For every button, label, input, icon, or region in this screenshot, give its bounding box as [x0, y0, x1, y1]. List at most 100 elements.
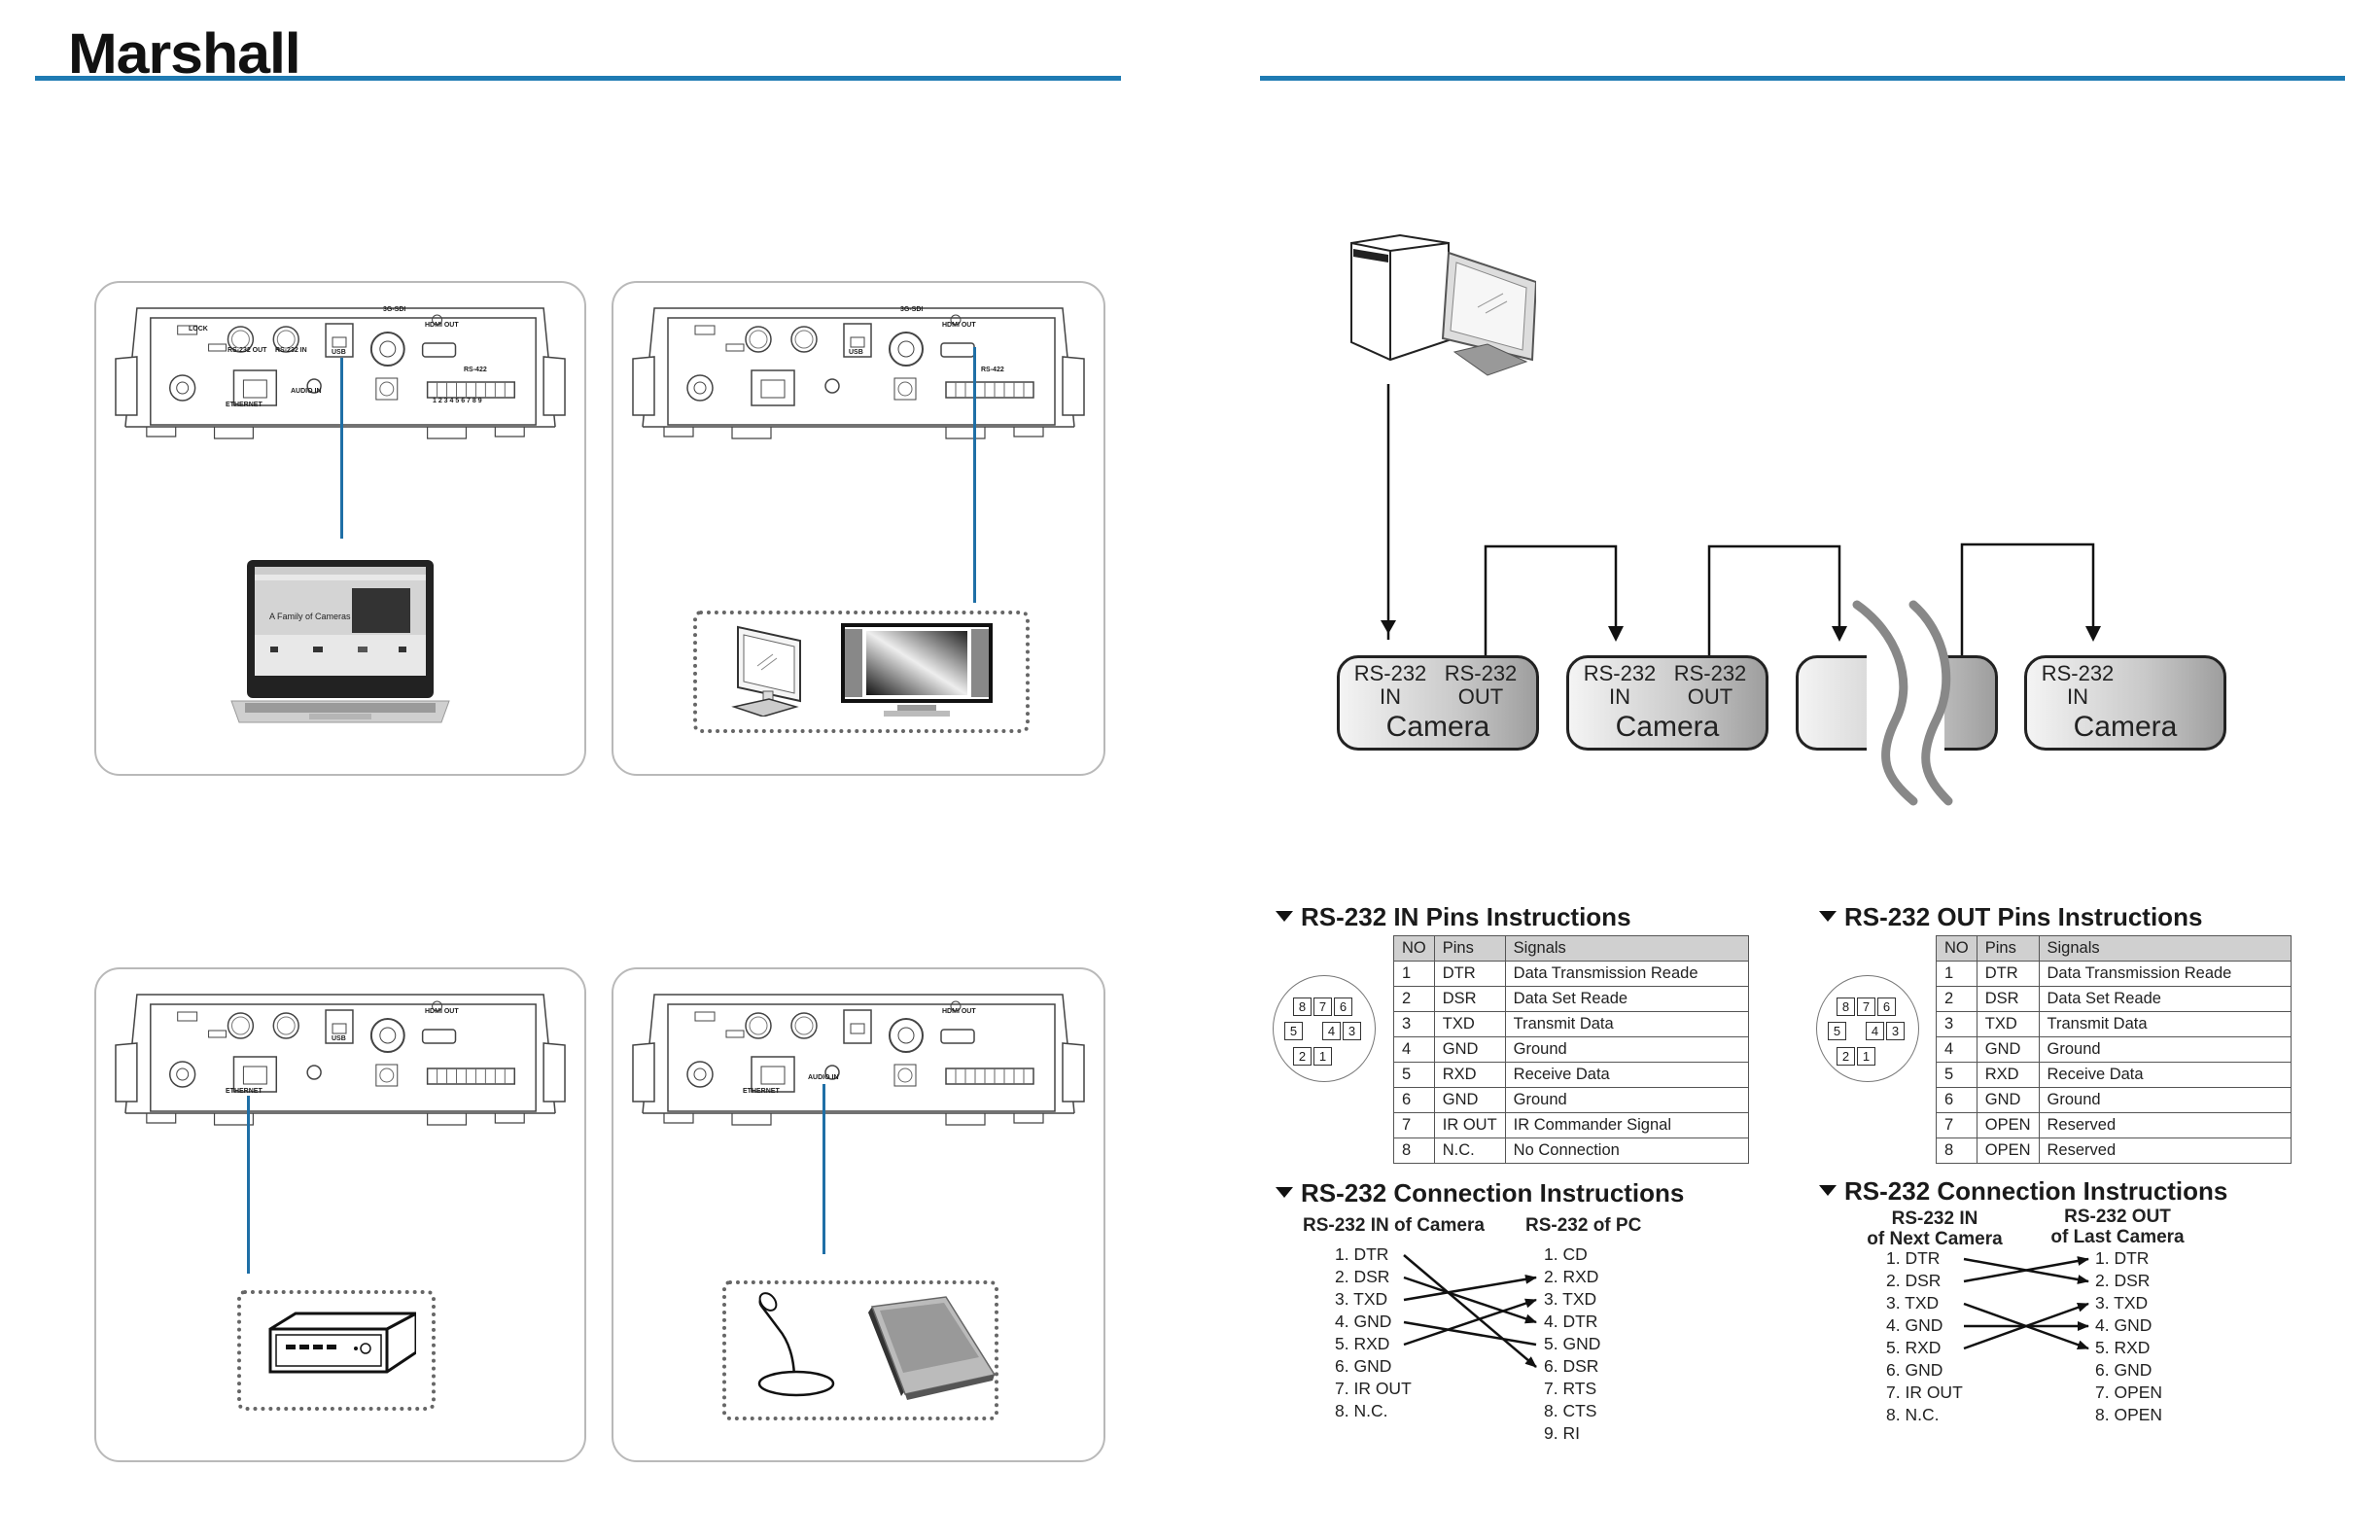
- pin-number: 7: [1936, 1112, 1978, 1138]
- usb-port-label: USB: [332, 349, 346, 356]
- rs232-in-pins-title-text: RS-232 IN Pins Instructions: [1301, 902, 1631, 931]
- conn-pc-title: RS-232 Connection Instructions: [1276, 1178, 1684, 1208]
- pin-name: DSR: [1433, 986, 1506, 1012]
- camera-rear-illustration: [625, 300, 1092, 446]
- conn-cam-right-heading: RS-232 OUT of Last Camera: [2049, 1207, 2186, 1247]
- pin-signal: Ground: [2038, 1087, 2292, 1113]
- camera-last-name: Camera: [2073, 711, 2178, 743]
- conn-cam-left-heading-line1: RS-232 IN: [1891, 1208, 1978, 1229]
- conn-cam-right-heading-line1: RS-232 OUT: [2064, 1207, 2171, 1227]
- rs422-label: RS-422: [464, 367, 487, 373]
- conn-cam-left-heading: RS-232 IN of Next Camera: [1867, 1208, 2003, 1249]
- audio-devices-group: [722, 1280, 998, 1420]
- last-link-line: [1960, 542, 2095, 656]
- wire-link: [1403, 1254, 1537, 1368]
- pin-name: RXD: [1976, 1062, 2040, 1088]
- rs232-out-connector-diagram: 8 7 6 5 4 3 2 1: [1816, 975, 1919, 1082]
- caret-down-icon: [1276, 1186, 1293, 1198]
- hdmi-connection-panel: USB HDMI OUT 3G-SDI RS-422: [612, 281, 1105, 776]
- pin-4: 4: [1866, 1022, 1884, 1040]
- pin-signal: Reserved: [2038, 1112, 2292, 1138]
- pin-list-item: 1. DTR: [2095, 1248, 2150, 1268]
- pin-number: 1: [1393, 961, 1435, 987]
- arrow-icon: [1608, 626, 1624, 642]
- conn-cam-left-heading-line2: of Next Camera: [1867, 1229, 2003, 1249]
- camera-2-name: Camera: [1615, 711, 1720, 743]
- camera-rear-illustration: [108, 987, 573, 1133]
- ethernet-connection-panel: ETHERNET USB HDMI OUT: [94, 967, 586, 1462]
- pin-name: OPEN: [1976, 1112, 2040, 1138]
- pin-name: TXD: [1976, 1011, 2040, 1037]
- sdi-label: 3G-SDI: [900, 306, 924, 313]
- pin-8: 8: [1293, 998, 1312, 1016]
- pin-signal: IR Commander Signal: [1504, 1112, 1750, 1138]
- pin-list-item: 6. GND: [1335, 1356, 1392, 1376]
- pin-7: 7: [1313, 998, 1332, 1016]
- pin-list-item: 2. DSR: [1335, 1267, 1390, 1286]
- pin-list-item: 6. DSR: [1544, 1356, 1599, 1376]
- pin-list-item: 7. RTS: [1544, 1379, 1597, 1398]
- caret-down-icon: [1276, 910, 1293, 922]
- pin-signal: Ground: [1504, 1036, 1750, 1063]
- pin-name: N.C.: [1433, 1138, 1506, 1164]
- audio-cable: [822, 1084, 825, 1254]
- pin-list-item: 3. TXD: [1544, 1289, 1597, 1309]
- conn-cam-title-text: RS-232 Connection Instructions: [1844, 1176, 2228, 1206]
- pin-7: 7: [1857, 998, 1875, 1016]
- pin-list-item: 8. CTS: [1544, 1401, 1597, 1420]
- pin-list-item: 9. RI: [1544, 1423, 1580, 1443]
- col-header: Pins: [1433, 935, 1506, 962]
- display-devices-group: [693, 611, 1030, 733]
- pin-name: DTR: [1976, 961, 2040, 987]
- tv-icon: [841, 623, 993, 717]
- wire-link: [1403, 1320, 1537, 1347]
- hdmi-cable: [973, 347, 976, 603]
- ethernet-label: ETHERNET: [226, 402, 262, 408]
- pin-list-item: 7. OPEN: [2095, 1382, 2163, 1402]
- pin-number: 4: [1393, 1036, 1435, 1063]
- pin-name: TXD: [1433, 1011, 1506, 1037]
- conn-pc-right-heading: RS-232 of PC: [1525, 1215, 1642, 1236]
- wire-link: [1403, 1274, 1537, 1302]
- network-switch-icon: [268, 1312, 416, 1374]
- pin-list-item: 8. N.C.: [1886, 1405, 1940, 1424]
- pin-signal: Receive Data: [2038, 1062, 2292, 1088]
- conn-cam-right-heading-line2: of Last Camera: [2050, 1227, 2185, 1247]
- rs232-in-connector-diagram: 8 7 6 5 4 3 2 1: [1273, 975, 1376, 1082]
- col-header: NO: [1393, 935, 1435, 962]
- col-header: NO: [1936, 935, 1978, 962]
- pc-computer-icon: [1350, 233, 1536, 376]
- camera-rear-panel: [625, 300, 1092, 446]
- conn-pc-left-heading: RS-232 IN of Camera: [1303, 1215, 1485, 1236]
- usb-port-label: USB: [332, 1035, 346, 1042]
- pin-list-item: 5. RXD: [1335, 1334, 1390, 1353]
- pin-6: 6: [1877, 998, 1896, 1016]
- pin-list-item: 2. DSR: [2095, 1271, 2151, 1290]
- monitor-icon: [731, 625, 801, 717]
- pin-list-item: 3. TXD: [1886, 1293, 1940, 1312]
- pin-list-item: 4. GND: [2095, 1315, 2152, 1335]
- pin-list-item: 3. TXD: [1335, 1289, 1388, 1309]
- laptop-icon: [230, 560, 450, 723]
- pin-6: 6: [1334, 998, 1352, 1016]
- ethernet-label: ETHERNET: [743, 1088, 780, 1095]
- pin-name: DSR: [1976, 986, 2040, 1012]
- pin-list-item: 1. CD: [1544, 1244, 1588, 1264]
- pin-list-item: 5. RXD: [2095, 1338, 2151, 1357]
- header-rule-right: [1260, 76, 2345, 81]
- pin-signal: Data Transmission Reade: [1504, 961, 1750, 987]
- pin-signal: Data Transmission Reade: [2038, 961, 2292, 987]
